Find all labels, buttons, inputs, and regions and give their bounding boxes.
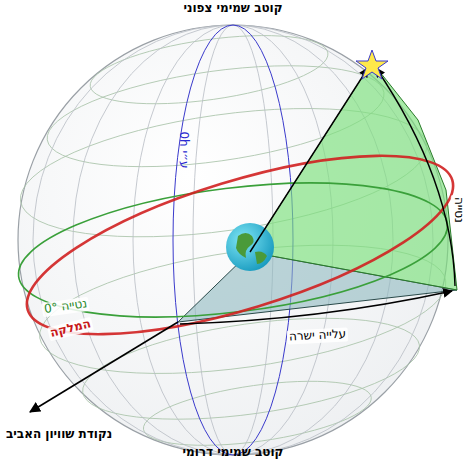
earth <box>226 223 274 271</box>
declination-label: נטייה <box>451 195 465 225</box>
vernal-equinox-label: נקודת שוויון האביב <box>4 428 114 442</box>
ecliptic <box>9 119 467 371</box>
right-ascension-arrow <box>180 291 452 324</box>
latitude-grid <box>2 11 464 464</box>
meridian-label: ע״י 0h <box>176 129 190 170</box>
north-pole-label: קוטב שמימי צפוני <box>181 2 284 16</box>
star <box>356 50 388 79</box>
declination-arrow <box>376 68 455 286</box>
south-pole-label: קוטב שמימי דרומי <box>181 446 286 460</box>
celestial-equator <box>11 162 455 338</box>
star-direction-arrow <box>250 68 368 252</box>
